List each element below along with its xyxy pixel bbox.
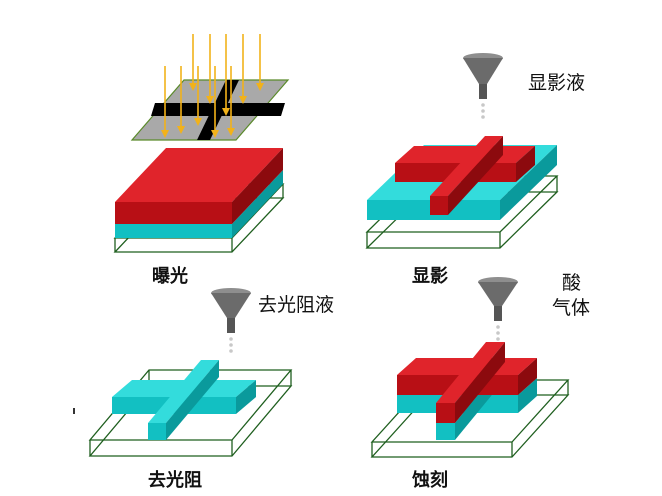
stripper-solution-label: 去光阻液 xyxy=(258,294,335,316)
exposure-film-layer xyxy=(115,170,283,238)
etchant-label-line1: 酸 xyxy=(562,272,582,294)
developer-solution-label: 显影液 xyxy=(528,72,586,94)
etch-resist-bar-depth xyxy=(436,342,505,423)
strip-funnel-icon xyxy=(211,288,251,333)
etch-drops xyxy=(496,325,500,341)
develop-resist-bar-depth xyxy=(430,136,503,215)
etch-step xyxy=(370,277,570,458)
develop-step xyxy=(365,53,559,249)
etchant-label-line2: 气体 xyxy=(552,297,591,319)
exposure-label: 曝光 xyxy=(152,266,188,287)
photomask xyxy=(130,79,290,141)
strip-label: 去光阻 xyxy=(148,470,202,491)
develop-funnel-icon xyxy=(463,53,503,99)
strip-film-bar-depth xyxy=(148,360,219,440)
light-rays xyxy=(164,34,261,132)
exposure-step xyxy=(113,34,290,253)
etch-funnel-icon xyxy=(478,277,518,321)
light-ray-arrowheads xyxy=(161,83,264,138)
etch-label: 蚀刻 xyxy=(412,470,448,491)
strip-drops xyxy=(229,337,233,353)
develop-drops xyxy=(481,103,485,119)
exposure-photoresist-layer xyxy=(115,148,283,224)
develop-label: 显影 xyxy=(412,266,448,287)
stray-mark xyxy=(73,408,75,414)
strip-step xyxy=(73,288,293,457)
